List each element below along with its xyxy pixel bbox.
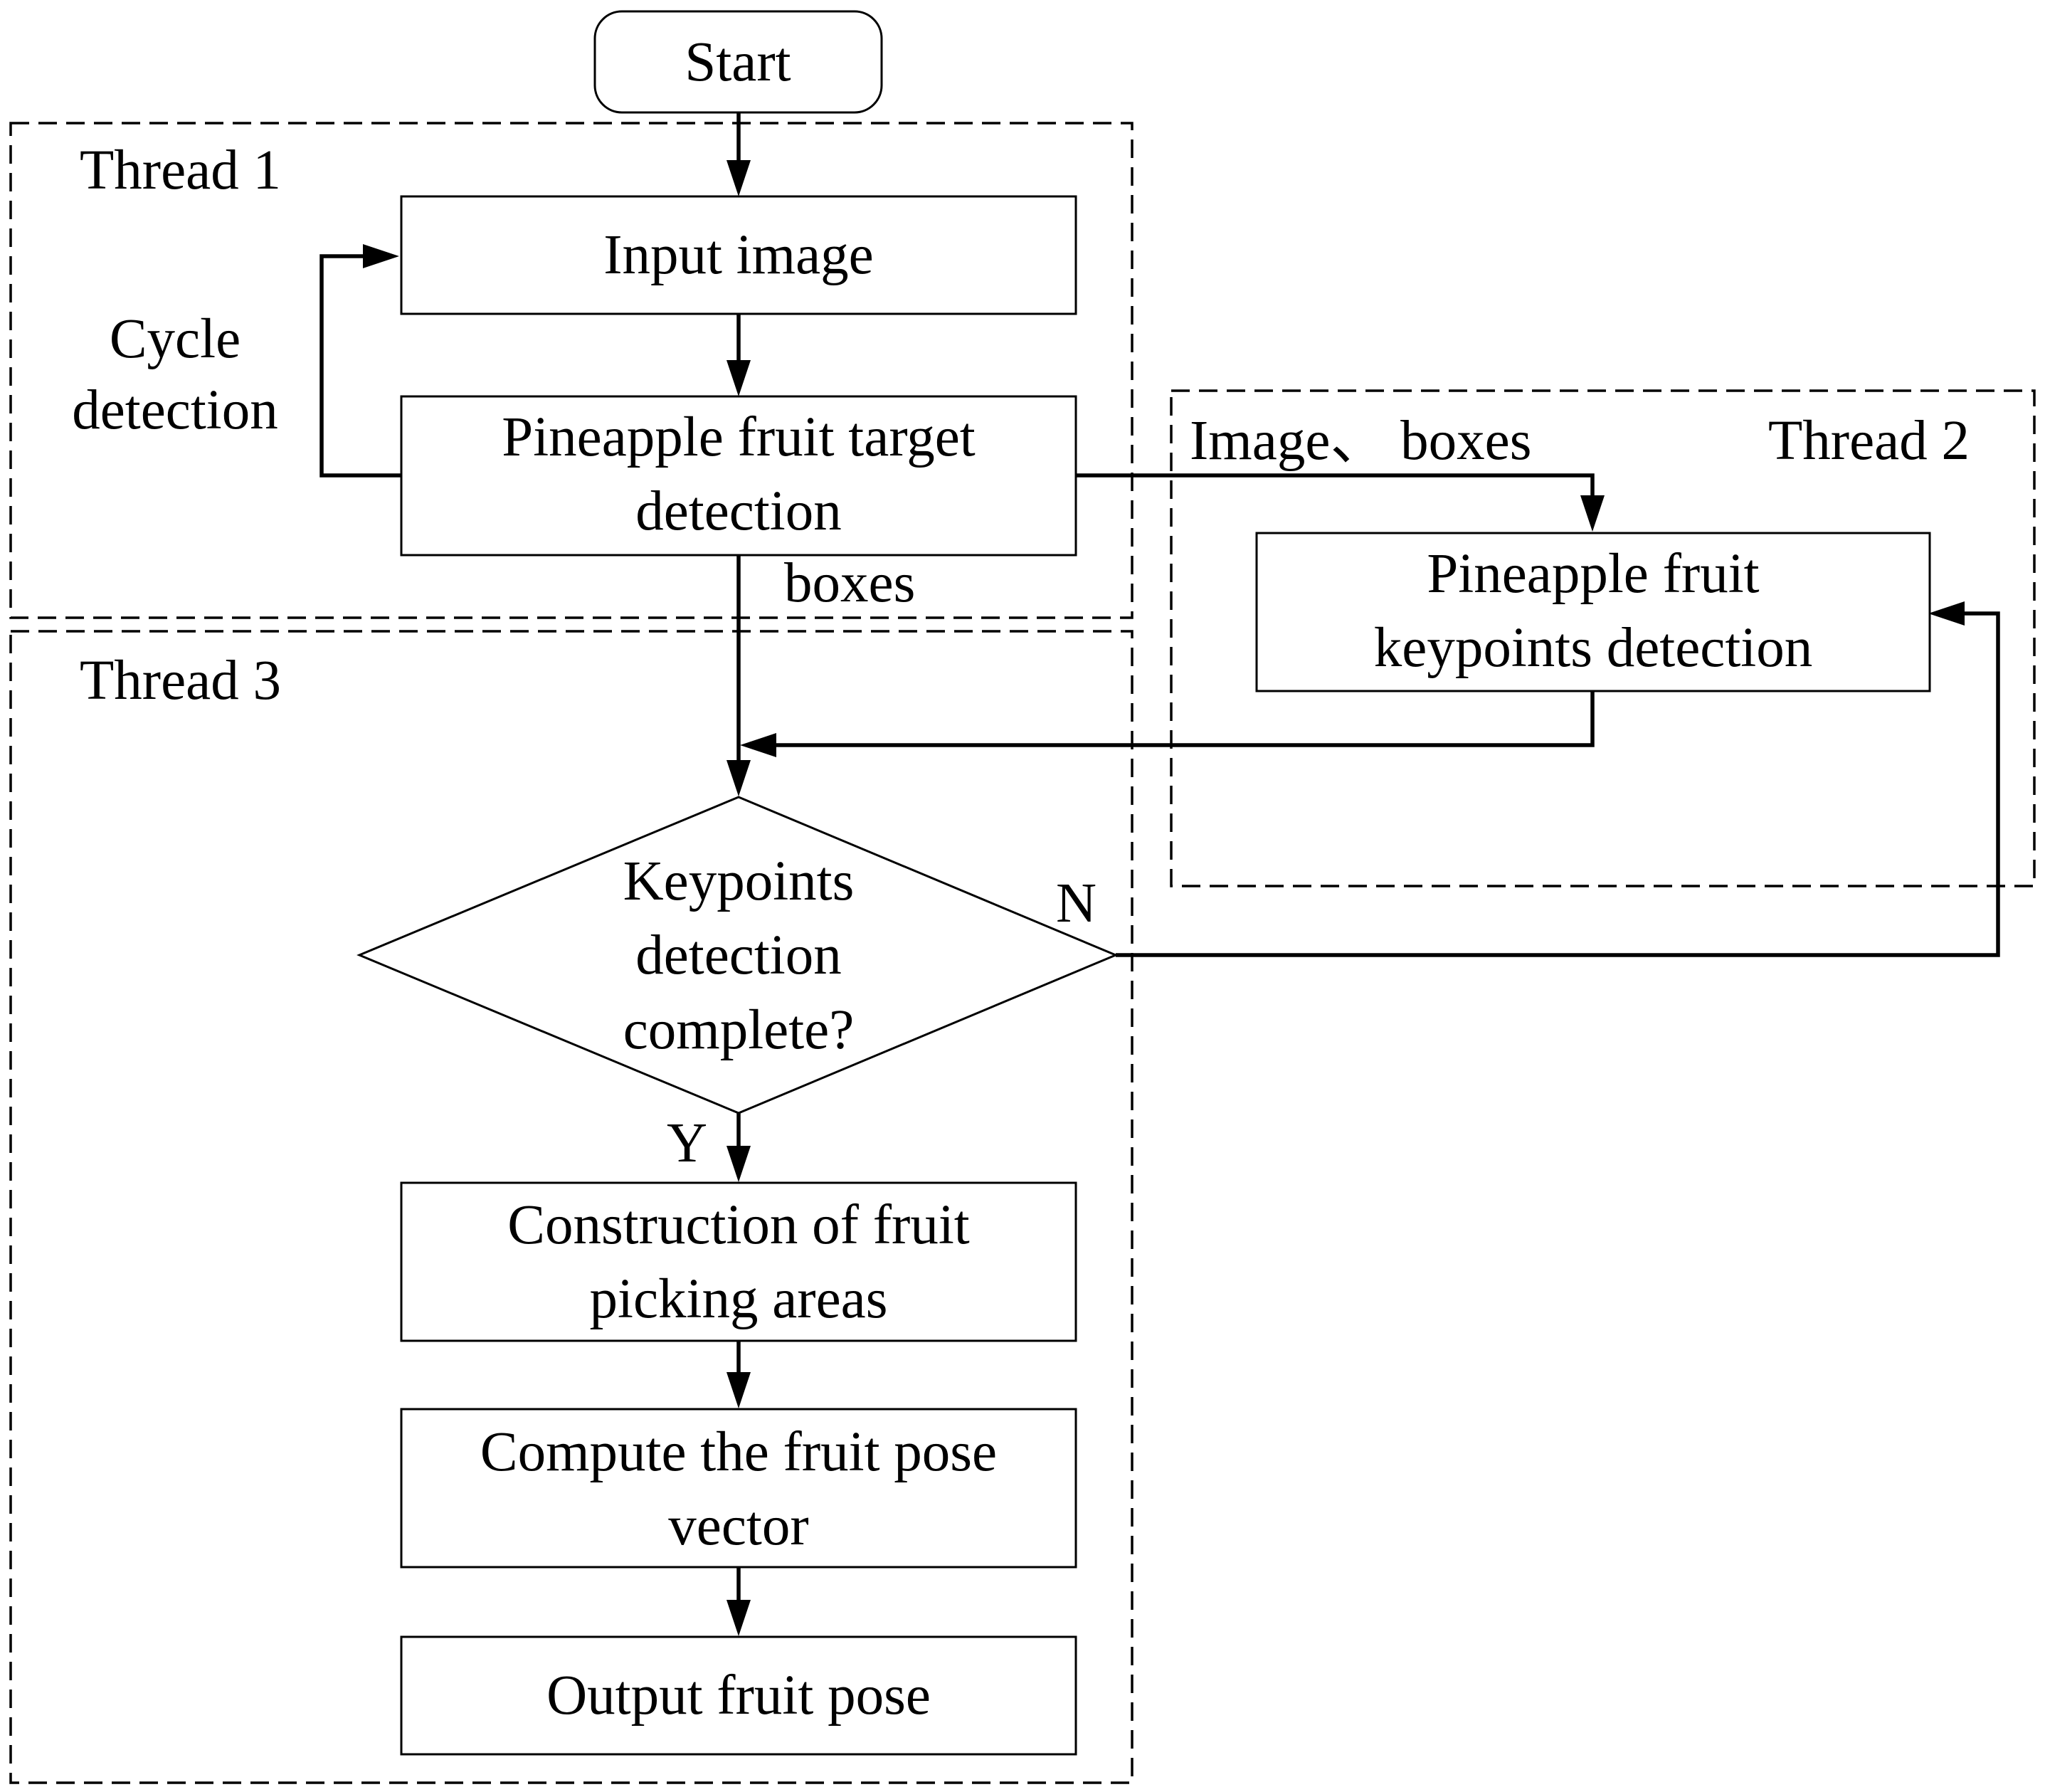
- thread-2-label: Thread 2: [1768, 410, 1970, 472]
- edge-decision-no: [1116, 611, 2000, 957]
- edge-cycle-loop: [319, 254, 401, 478]
- node-decision-line-3: complete?: [623, 999, 855, 1061]
- edge-keypoints-to-main: [776, 691, 1595, 747]
- edges: [319, 112, 2000, 1636]
- arrowhead-to-compute: [726, 1372, 751, 1408]
- node-decision-line-2: detection: [635, 924, 842, 986]
- arrowhead-to-input: [726, 160, 751, 196]
- thread-2-box: [1170, 389, 2036, 887]
- node-compute-pose: Compute the fruit pose vector: [400, 1408, 1077, 1569]
- arrowhead-cycle: [363, 244, 399, 268]
- thread-1-label: Thread 1: [80, 139, 281, 201]
- node-start: Start: [593, 10, 883, 114]
- node-input-image-text: Input image: [603, 224, 874, 286]
- node-compute-pose-line-1: Compute the fruit pose: [480, 1421, 997, 1483]
- node-construction-line-2: picking areas: [590, 1268, 888, 1330]
- thread-3-box: [9, 630, 1134, 1784]
- node-output-pose-text: Output fruit pose: [546, 1665, 931, 1727]
- node-decision: Keypoints detection complete?: [356, 796, 1119, 1114]
- edge-label-cycle-line-1: Cycle: [110, 308, 241, 370]
- thread-3-label: Thread 3: [80, 650, 281, 712]
- arrowhead-decision-no: [1928, 601, 1965, 626]
- edge-label-n: N: [1056, 873, 1097, 934]
- node-construction: Construction of fruit picking areas: [400, 1181, 1077, 1342]
- thread-1-box: [9, 122, 1134, 619]
- node-output-pose: Output fruit pose: [400, 1635, 1077, 1756]
- node-start-text: Start: [685, 31, 791, 93]
- arrowhead-keypoints-return: [740, 733, 776, 757]
- arrowhead-to-construction: [726, 1146, 751, 1182]
- edge-target-to-keypoints: [1074, 473, 1595, 495]
- node-construction-line-1: Construction of fruit: [507, 1194, 970, 1256]
- node-target-detection-line-1: Pineapple fruit target: [502, 406, 975, 468]
- node-input-image: Input image: [400, 195, 1077, 315]
- arrowhead-to-target: [726, 360, 751, 396]
- arrowhead-to-output: [726, 1600, 751, 1636]
- node-keypoints-detection-line-1: Pineapple fruit: [1427, 543, 1759, 605]
- node-keypoints-detection-line-2: keypoints detection: [1374, 617, 1813, 679]
- node-target-detection: Pineapple fruit target detection: [400, 395, 1077, 557]
- edge-label-cycle-line-2: detection: [72, 379, 278, 441]
- node-compute-pose-line-2: vector: [668, 1495, 808, 1557]
- node-target-detection-line-2: detection: [635, 480, 842, 542]
- arrowhead-to-decision: [726, 760, 751, 796]
- edge-label-boxes: boxes: [784, 552, 915, 614]
- arrowhead-to-keypoints: [1580, 495, 1605, 532]
- edge-label-y: Y: [667, 1112, 707, 1174]
- node-decision-line-1: Keypoints: [623, 850, 855, 912]
- edge-label-image-boxes: Image、 boxes: [1190, 410, 1531, 472]
- node-keypoints-detection: Pineapple fruit keypoints detection: [1255, 532, 1931, 692]
